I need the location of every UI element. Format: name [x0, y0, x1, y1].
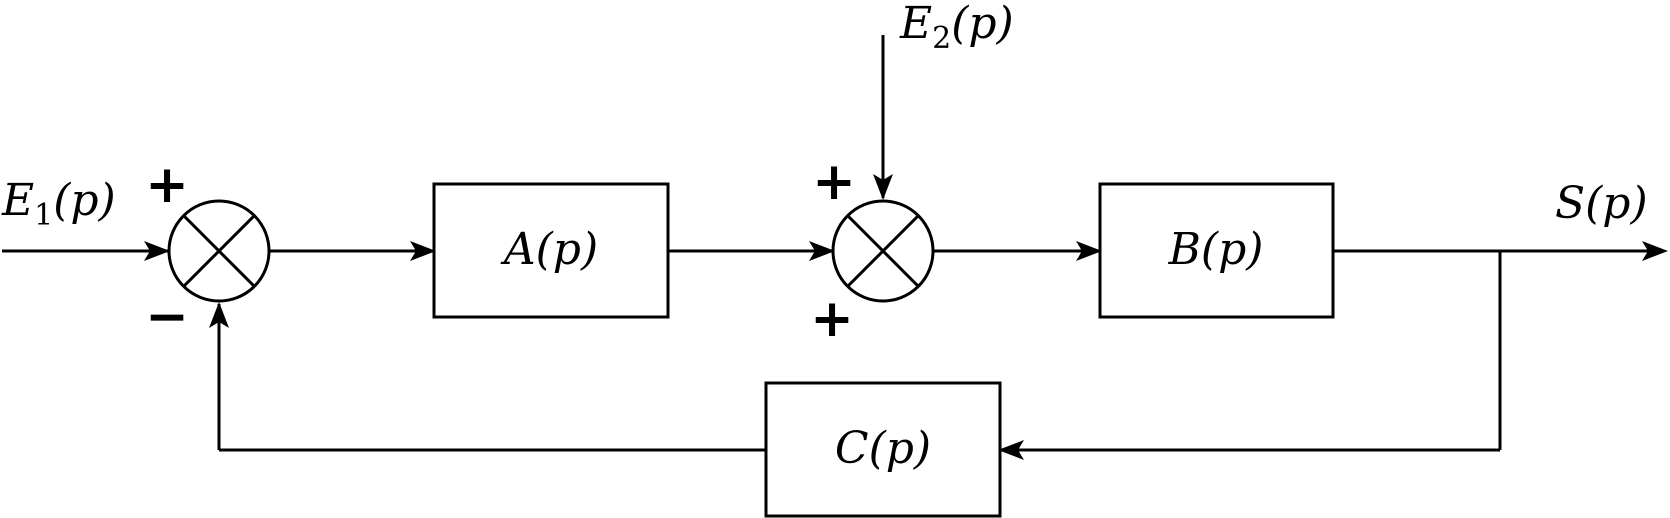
- wires: [2, 35, 1660, 452]
- input-e2-argument: (p): [951, 0, 1014, 49]
- sum2-top-sign: +: [812, 152, 856, 212]
- input-e1-base: E: [1, 175, 34, 226]
- input-e1-argument: (p): [53, 175, 116, 226]
- sum1-bottom-sign: −: [145, 287, 189, 347]
- input-e1-subscript: 1: [34, 198, 53, 233]
- block-a-rect: [432, 182, 670, 319]
- block-b-label: B(p): [1168, 224, 1264, 275]
- arrowhead-output: [1642, 241, 1668, 261]
- output-s-label: S(p): [1555, 178, 1648, 229]
- block-b-rect: [1098, 182, 1335, 319]
- input-e2-label: E2(p): [899, 0, 1014, 56]
- arrowhead-e2-into-sum2: [873, 174, 893, 200]
- input-e1-label: E1(p): [1, 175, 116, 233]
- summing-junction-2: [831, 199, 935, 303]
- arrowheads: [144, 174, 1668, 460]
- arrowhead-into-a: [410, 241, 436, 261]
- input-e2-base: E: [899, 0, 932, 49]
- arrowhead-into-sum2: [809, 241, 835, 261]
- block-a-label: A(p): [500, 224, 598, 275]
- summing-junction-1-cross-b: [182, 214, 256, 288]
- sum1-top-sign: +: [145, 155, 189, 215]
- block-c-rect: [764, 381, 1002, 518]
- block-a: A(p): [432, 182, 670, 319]
- summing-junction-1: [167, 199, 271, 303]
- arrowhead-into-c: [998, 440, 1024, 460]
- block-c: C(p): [764, 381, 1002, 518]
- block-b: B(p): [1098, 182, 1335, 319]
- block-c-label: C(p): [835, 423, 931, 474]
- arrowhead-into-sum1-feedback: [209, 302, 229, 328]
- summing-junction-2-cross-b: [846, 214, 920, 288]
- input-e2-subscript: 2: [932, 21, 951, 56]
- arrowhead-into-sum1: [144, 241, 170, 261]
- sum2-bottom-sign: +: [810, 289, 854, 349]
- arrowhead-into-b: [1076, 241, 1102, 261]
